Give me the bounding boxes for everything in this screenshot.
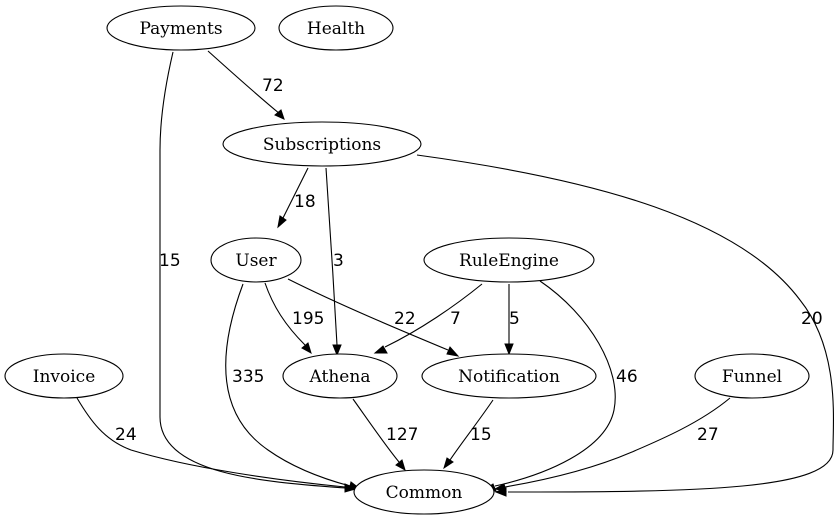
node-label: Payments: [139, 19, 222, 39]
node-payments[interactable]: Payments: [106, 5, 256, 51]
node-ellipse: [421, 353, 597, 399]
edge-line: [449, 399, 494, 461]
edge-user-to-athena: 195: [264, 282, 324, 355]
edge-label: 27: [697, 425, 719, 445]
node-label: Subscriptions: [263, 135, 381, 155]
edge-line: [504, 397, 731, 488]
node-label: Invoice: [33, 367, 96, 387]
node-subscriptions[interactable]: Subscriptions: [222, 121, 422, 167]
edge-label: 24: [115, 425, 137, 445]
node-ellipse: [353, 469, 495, 515]
arrowhead-icon: [301, 342, 312, 355]
node-label: Funnel: [722, 367, 782, 387]
node-ellipse: [210, 237, 302, 283]
node-ellipse: [4, 353, 124, 399]
edge-label: 195: [292, 309, 324, 329]
edge-label: 3: [333, 251, 344, 271]
edge-label: 15: [470, 425, 492, 445]
edge-ruleengine-to-notification: 5: [504, 284, 520, 356]
node-ellipse: [278, 5, 394, 51]
edge-line: [264, 282, 306, 346]
edge-notification-to-common: 15: [443, 399, 494, 470]
edge-label: 5: [509, 309, 520, 329]
edge-label: 18: [294, 192, 316, 212]
node-label: User: [235, 251, 277, 271]
node-ellipse: [423, 237, 595, 283]
edge-funnel-to-common: 27: [493, 397, 731, 492]
edge-invoice-to-common: 24: [76, 397, 357, 492]
arrowhead-icon: [373, 345, 388, 354]
node-ellipse: [282, 353, 398, 399]
edge-label: 20: [801, 309, 823, 329]
arrowhead-icon: [443, 457, 454, 470]
node-common[interactable]: Common: [353, 469, 495, 515]
node-user[interactable]: User: [210, 237, 302, 283]
node-label: Notification: [458, 367, 560, 387]
node-label: Common: [386, 483, 463, 503]
edge-line: [325, 167, 338, 346]
edge-label: 22: [394, 309, 416, 329]
edges: 72 15 18 3 20 195 22 335 7 5 46 24 127 15 27: [76, 50, 835, 497]
edge-label: 335: [232, 367, 264, 387]
arrowhead-icon: [395, 459, 406, 472]
edge-line: [494, 280, 616, 487]
edge-user-to-notification: 22: [287, 278, 460, 357]
node-ruleengine[interactable]: RuleEngine: [423, 237, 595, 283]
edge-line: [76, 397, 346, 488]
edge-line: [159, 51, 346, 489]
edge-line: [352, 398, 400, 463]
node-ellipse: [694, 353, 810, 399]
edge-line: [416, 154, 835, 493]
edge-line: [207, 50, 281, 115]
edge-subscriptions-to-user: 18: [277, 167, 316, 229]
node-label: RuleEngine: [459, 251, 559, 271]
arrowhead-icon: [344, 483, 357, 492]
edge-label: 72: [262, 76, 284, 96]
edge-subscriptions-to-common: 20: [416, 154, 835, 497]
edge-label: 127: [386, 425, 418, 445]
edge-label: 7: [450, 309, 461, 329]
node-funnel[interactable]: Funnel: [694, 353, 810, 399]
arrowhead-icon: [332, 344, 342, 357]
arrowhead-icon: [493, 483, 507, 492]
edge-line: [287, 278, 449, 351]
edge-payments-to-subscriptions: 72: [207, 50, 285, 120]
node-notification[interactable]: Notification: [421, 353, 597, 399]
edge-line: [384, 283, 483, 348]
node-label: Health: [307, 19, 365, 39]
arrowhead-icon: [274, 109, 285, 120]
node-health[interactable]: Health: [278, 5, 394, 51]
edge-label: 46: [616, 367, 638, 387]
edge-line: [282, 167, 309, 219]
edge-line: [225, 283, 351, 487]
arrowhead-icon: [277, 215, 287, 229]
arrowhead-icon: [446, 346, 460, 357]
node-label: Athena: [309, 367, 371, 387]
edge-user-to-common: 335: [225, 283, 362, 491]
node-ellipse: [222, 121, 422, 167]
edge-subscriptions-to-athena: 3: [325, 167, 344, 357]
node-invoice[interactable]: Invoice: [4, 353, 124, 399]
node-ellipse: [106, 5, 256, 51]
arrowhead-icon: [504, 343, 514, 356]
edge-ruleengine-to-athena: 7: [373, 283, 483, 354]
node-athena[interactable]: Athena: [282, 353, 398, 399]
edge-athena-to-common: 127: [352, 398, 418, 472]
edge-label: 15: [159, 251, 181, 271]
